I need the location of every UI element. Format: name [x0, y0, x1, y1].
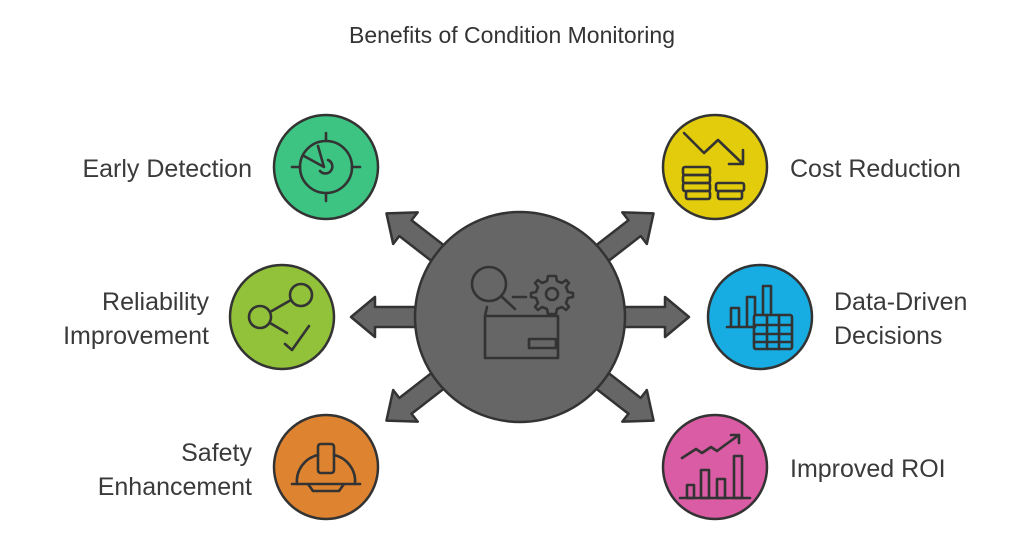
chart-table-icon — [725, 284, 794, 351]
diagram-title: Benefits of Condition Monitoring — [348, 22, 676, 48]
search-gear-folder-icon — [470, 265, 575, 360]
label-cost-reduction: Cost Reduction — [790, 155, 961, 183]
bar-chart-uptrend-icon — [678, 433, 752, 500]
label-improved-roi: Improved ROI — [790, 455, 946, 483]
label-safety-enhancement: Safety Enhancement — [97, 439, 252, 501]
circle-early-detection — [272, 113, 380, 221]
benefit-circle-data-driven-decisions — [706, 263, 814, 371]
benefit-circle-safety-enhancement — [272, 413, 380, 521]
label-reliability-improvement: Reliability Improvement — [63, 288, 209, 350]
benefit-circle-early-detection — [272, 113, 380, 221]
hard-hat-icon — [290, 442, 362, 493]
network-check-icon — [247, 282, 314, 352]
label-data-driven-decisions: Data-Driven Decisions — [834, 288, 968, 350]
coins-downtrend-icon — [681, 131, 746, 201]
benefit-circle-improved-roi — [661, 413, 769, 521]
benefit-circle-reliability-improvement — [228, 263, 336, 371]
radar-icon — [290, 131, 362, 203]
label-early-detection: Early Detection — [82, 155, 252, 183]
benefit-circle-cost-reduction — [661, 113, 769, 221]
